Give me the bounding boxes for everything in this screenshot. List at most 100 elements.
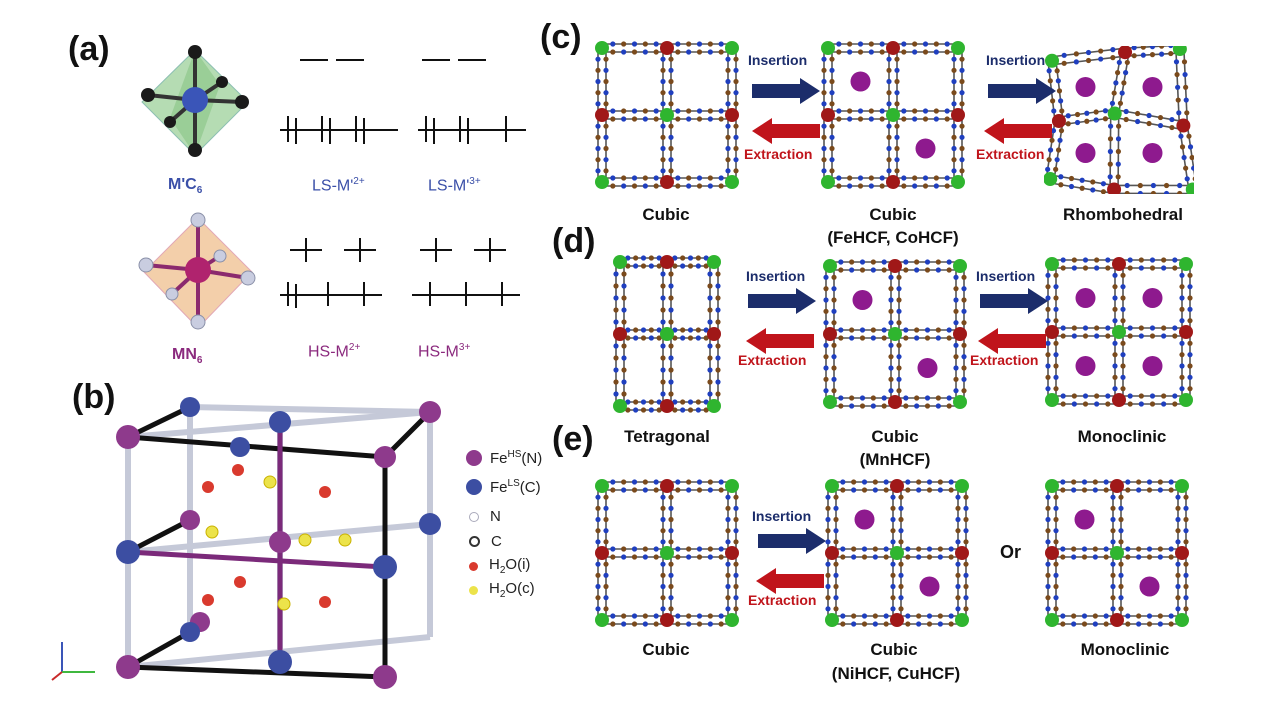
- arrow-extraction-c2: [984, 118, 1052, 144]
- node-atom-green: [613, 399, 627, 413]
- inserted-ion: [1142, 356, 1163, 376]
- inserted-ion: [1142, 143, 1163, 163]
- lattice-e-cubic: [595, 479, 739, 627]
- node-atom-green: [821, 175, 835, 189]
- node-atom-green: [886, 108, 900, 122]
- caption-e-mid-2: (NiHCF, CuHCF): [831, 664, 961, 683]
- node-atom-red: [890, 613, 904, 627]
- node-atom-green: [595, 479, 609, 493]
- inserted-ion: [1075, 77, 1096, 97]
- lattice-c-rhombohedral: [1044, 46, 1194, 194]
- node-atom-red: [825, 546, 839, 560]
- arrow-label-extraction-c1: Extraction: [744, 146, 813, 162]
- caption-e-right: Monoclinic: [1080, 640, 1170, 659]
- node-atom-green: [1045, 479, 1059, 493]
- node-atom-red: [888, 259, 902, 273]
- node-atom-red: [660, 613, 674, 627]
- lattice-e-cubic-nicu: [825, 479, 969, 627]
- inserted-ion: [917, 358, 938, 378]
- arrow-extraction-c1: [752, 118, 820, 144]
- node-atom-red: [951, 108, 965, 122]
- inserted-ion: [1142, 288, 1163, 308]
- node-atom-green: [1112, 325, 1126, 339]
- legend-h2o-i: H2O(i): [466, 556, 530, 576]
- node-atom-red: [890, 479, 904, 493]
- lattice-c-cubic-feco: [821, 41, 965, 189]
- node-atom-green: [1044, 172, 1058, 186]
- node-atom-red: [595, 108, 609, 122]
- node-atom-green: [707, 399, 721, 413]
- inserted-ion: [1075, 288, 1096, 308]
- node-atom-green: [595, 41, 609, 55]
- node-atom-green: [1172, 46, 1187, 57]
- node-atom-red: [821, 108, 835, 122]
- panel-label-d: (d): [552, 222, 596, 260]
- node-atom-red: [1051, 113, 1066, 128]
- mc6-label: M'C6: [168, 176, 203, 197]
- mn6-label: MN6: [172, 346, 203, 367]
- node-atom-red: [660, 479, 674, 493]
- node-atom-green: [1045, 393, 1059, 407]
- node-atom-red: [1045, 325, 1059, 339]
- node-atom-red: [660, 399, 674, 413]
- node-atom-green: [1179, 257, 1193, 271]
- node-atom-green: [595, 175, 609, 189]
- mn6-octahedron: [138, 212, 256, 330]
- hs-m3-label: HS-M3+: [418, 342, 471, 361]
- prussian-blue-lattice: [51, 397, 441, 689]
- node-atom-green: [1185, 182, 1194, 194]
- node-atom-green: [888, 327, 902, 341]
- arrow-label-extraction-c2: Extraction: [976, 146, 1045, 162]
- node-atom-green: [1045, 257, 1059, 271]
- legend-fe-hs: FeHS(N): [466, 449, 542, 467]
- arrow-label-insertion-d1: Insertion: [746, 268, 806, 284]
- panel-label-b: (b): [72, 378, 116, 416]
- inserted-ion: [852, 290, 873, 310]
- node-atom-green: [613, 255, 627, 269]
- lattice-e-monoclinic: [1045, 479, 1189, 627]
- arrow-insertion-d2: [980, 288, 1048, 314]
- inserted-ion: [854, 509, 875, 530]
- caption-c-mid-1: Cubic: [869, 205, 917, 224]
- node-atom-green: [953, 259, 967, 273]
- node-atom-green: [953, 395, 967, 409]
- node-atom-red: [725, 108, 739, 122]
- node-atom-green: [1179, 393, 1193, 407]
- node-atom-green: [825, 613, 839, 627]
- inserted-ion: [1075, 143, 1096, 163]
- inserted-ion: [1075, 356, 1096, 376]
- node-atom-red: [1112, 393, 1126, 407]
- node-atom-green: [825, 479, 839, 493]
- lattice-c-cubic: [595, 41, 739, 189]
- arrow-insertion-d1: [748, 288, 816, 314]
- arrow-extraction-d2: [978, 328, 1046, 354]
- node-atom-green: [725, 175, 739, 189]
- arrow-extraction-d1: [746, 328, 814, 354]
- caption-d-mid-2: (MnHCF): [859, 450, 931, 469]
- caption-d-right: Monoclinic: [1077, 427, 1167, 446]
- caption-d-left: Tetragonal: [624, 427, 710, 446]
- node-atom-green: [1045, 53, 1059, 68]
- node-atom-green: [1175, 613, 1189, 627]
- node-atom-green: [821, 41, 835, 55]
- node-atom-green: [955, 613, 969, 627]
- inserted-ion: [1139, 576, 1160, 597]
- node-atom-red: [1110, 479, 1124, 493]
- node-atom-red: [1112, 257, 1126, 271]
- node-atom-red: [660, 255, 674, 269]
- legend-n: N: [466, 508, 501, 525]
- node-atom-green: [955, 479, 969, 493]
- node-atom-green: [823, 395, 837, 409]
- node-atom-green: [595, 613, 609, 627]
- panel-label-a: (a): [68, 30, 110, 68]
- caption-d-mid-1: Cubic: [871, 427, 919, 446]
- node-atom-red: [1179, 325, 1193, 339]
- caption-e-left: Cubic: [642, 640, 690, 659]
- node-atom-green: [660, 546, 674, 560]
- node-atom-green: [725, 41, 739, 55]
- node-atom-red: [886, 41, 900, 55]
- caption-e-mid-1: Cubic: [870, 640, 918, 659]
- electron-configurations: [280, 59, 526, 308]
- mc6-octahedron: [141, 45, 249, 157]
- node-atom-red: [953, 327, 967, 341]
